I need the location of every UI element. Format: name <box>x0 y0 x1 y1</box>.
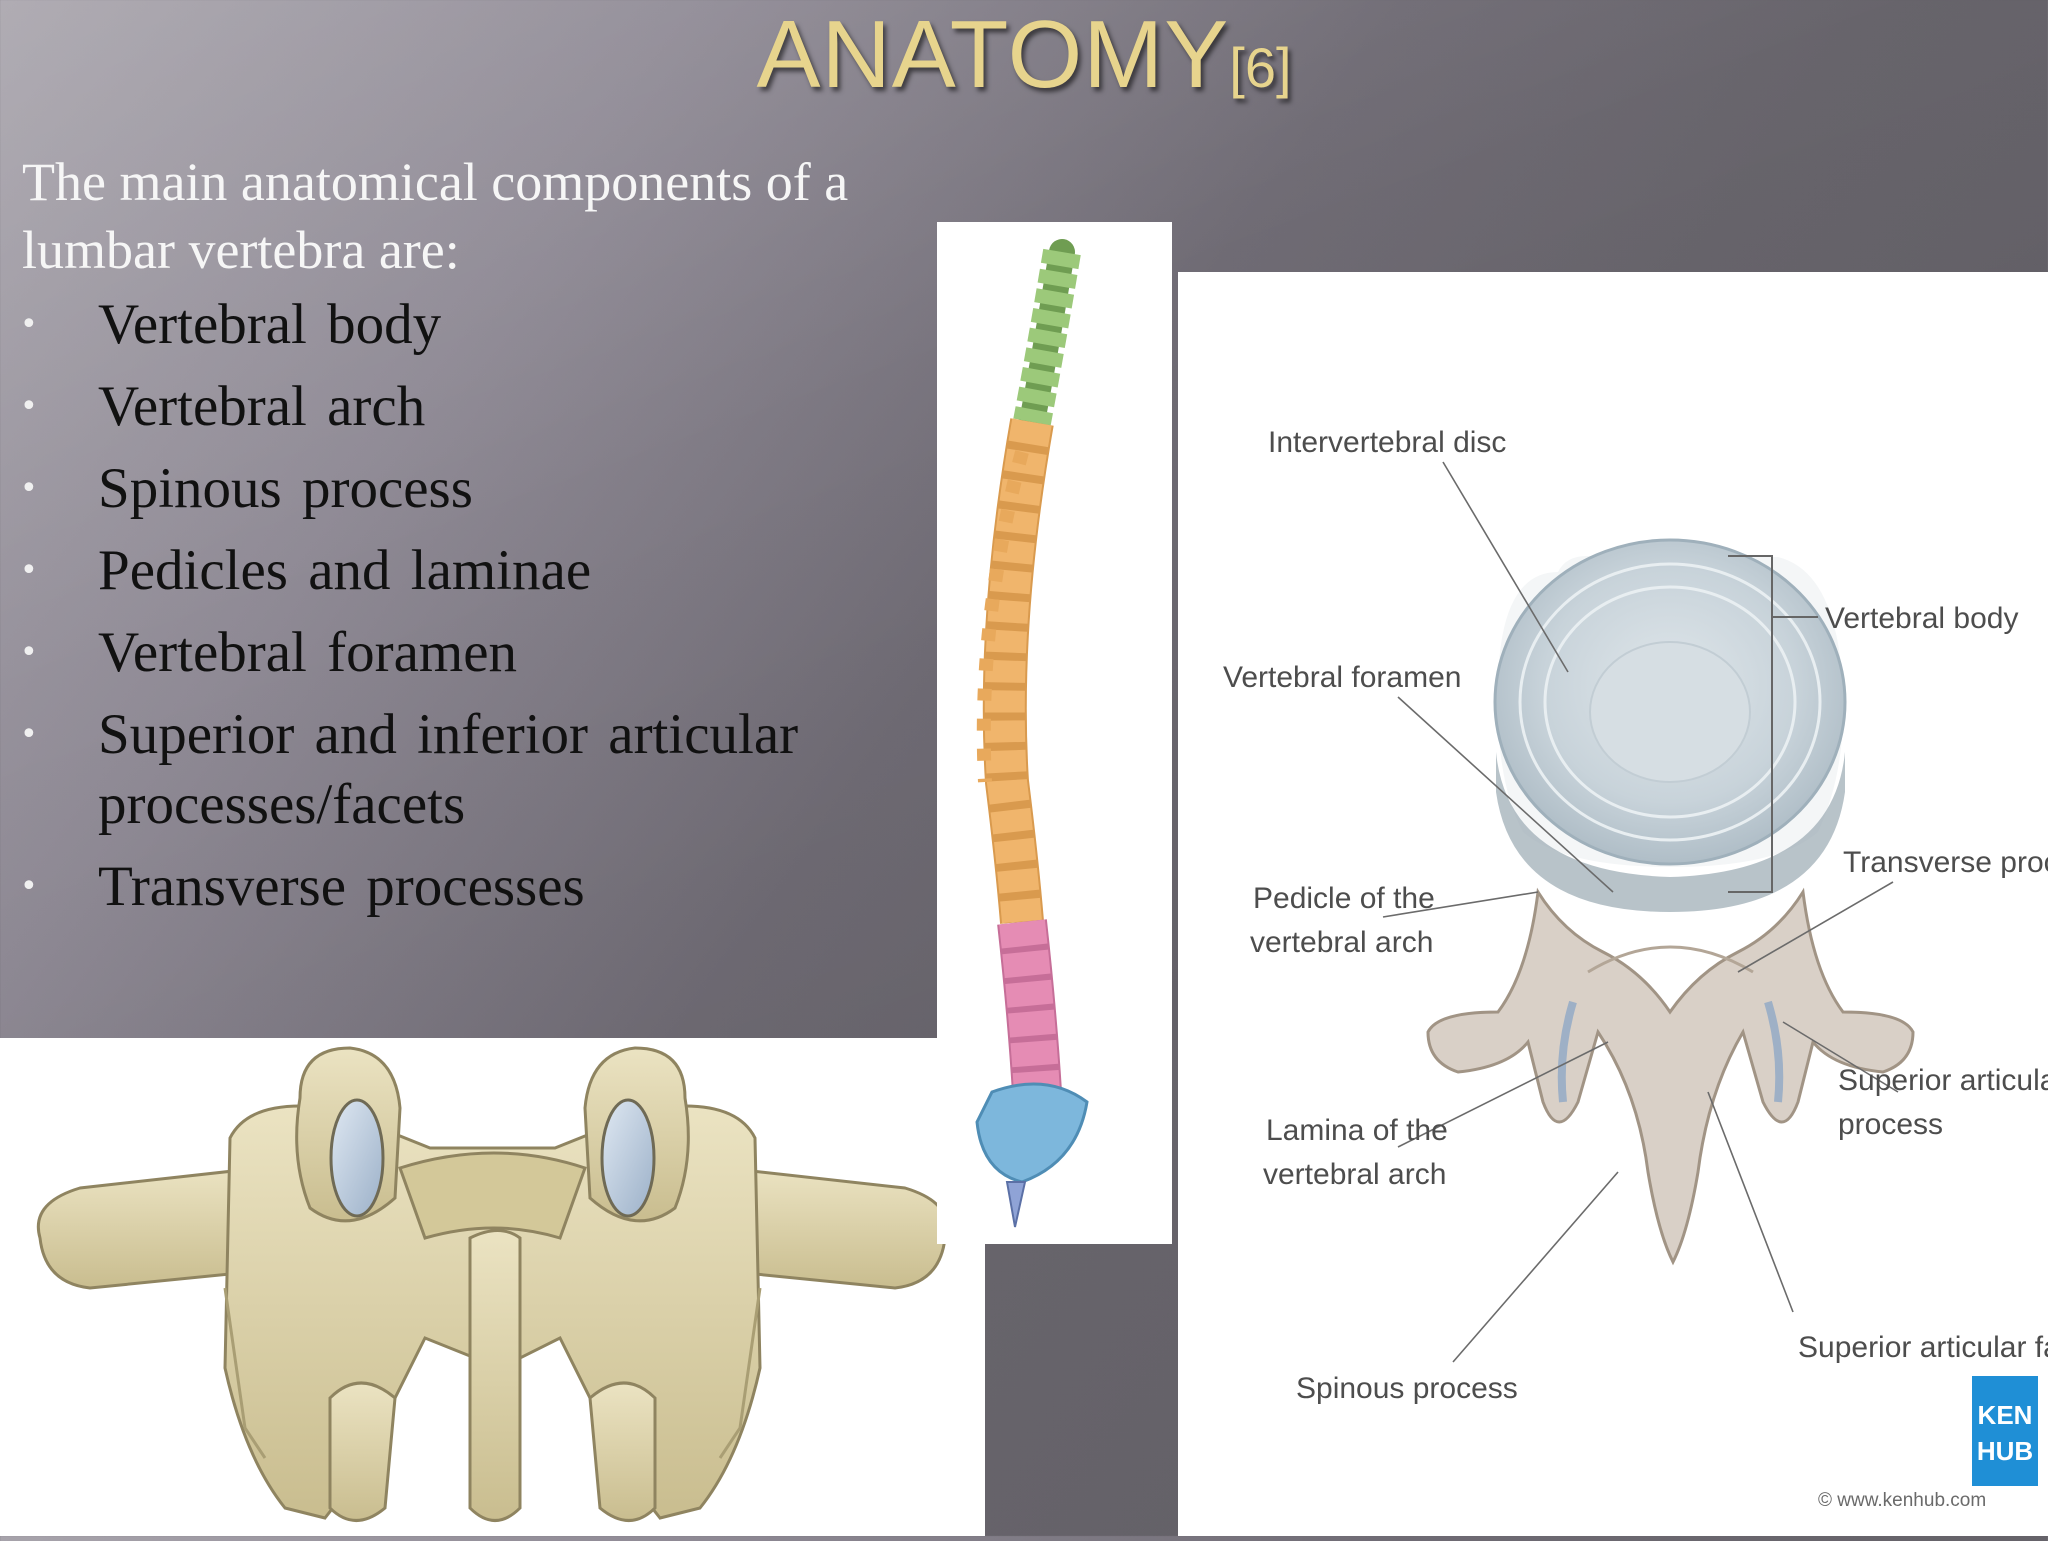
list-item: • Pedicles and laminae <box>0 536 920 606</box>
vertebral-column-illustration <box>975 239 1089 1228</box>
intro-text: The main anatomical components of a lumb… <box>22 148 982 284</box>
logo-text-ken: KEN <box>1978 1400 2033 1430</box>
list-item: • Vertebral arch <box>0 372 920 442</box>
title-text: ANATOMY <box>756 1 1230 108</box>
component-list: • Vertebral body • Vertebral arch • Spinous… <box>0 290 920 934</box>
kenhub-logo: KEN HUB <box>1972 1376 2038 1486</box>
label-superior-articular-line-1: Superior articular <box>1838 1064 2048 1097</box>
spine-column-panel <box>937 222 1172 1244</box>
list-item-text: Vertebral body <box>98 293 442 356</box>
title-reference: [6] <box>1229 36 1292 99</box>
list-item-text: Transverse processes <box>98 855 585 918</box>
list-item: • Vertebral foramen <box>0 618 920 688</box>
list-item: • Vertebral body <box>0 290 920 360</box>
thoracic-lumbar-vertebrae <box>976 418 1054 924</box>
intro-line-1: The main anatomical components of a <box>22 152 849 212</box>
bullet-icon: • <box>20 389 38 424</box>
posterior-vertebra-panel <box>0 1038 985 1536</box>
list-item-text: Spinous process <box>98 457 473 520</box>
slide-title: ANATOMY[6] <box>0 0 2048 110</box>
list-item-text: Pedicles and laminae <box>98 539 592 602</box>
label-pedicle-line-2: vertebral arch <box>1250 926 1433 959</box>
label-superior-articular-line-2: process <box>1838 1108 1943 1141</box>
sacral-vertebrae <box>997 919 1062 1094</box>
label-intervertebral-disc: Intervertebral disc <box>1268 426 1506 459</box>
label-spinous-process: Spinous process <box>1296 1372 1518 1405</box>
coccyx <box>975 1082 1089 1228</box>
credit-text: © www.kenhub.com <box>1818 1490 1986 1511</box>
cervical-vertebrae <box>1013 239 1081 435</box>
bullet-icon: • <box>20 717 38 752</box>
axial-vertebra-panel: Intervertebral disc Vertebral body Verte… <box>1178 272 2048 1536</box>
bullet-icon: • <box>20 635 38 670</box>
intro-line-2: lumbar vertebra are: <box>22 220 460 280</box>
label-vertebral-foramen: Vertebral foramen <box>1223 661 1461 694</box>
bullet-icon: • <box>20 553 38 588</box>
label-lamina-line-1: Lamina of the <box>1266 1114 1448 1147</box>
label-pedicle-line-1: Pedicle of the <box>1253 882 1435 915</box>
label-lamina-line-2: vertebral arch <box>1263 1158 1446 1191</box>
label-transverse-process: Transverse process <box>1843 846 2048 879</box>
axial-vertebra-illustration: Intervertebral disc Vertebral body Verte… <box>1223 426 2048 1511</box>
bullet-icon: • <box>20 471 38 506</box>
logo-text-hub: HUB <box>1977 1436 2033 1466</box>
list-item: • Transverse processes <box>0 852 920 922</box>
label-vertebral-body: Vertebral body <box>1825 602 2018 635</box>
label-superior-articular-facet: Superior articular facet <box>1798 1331 2048 1364</box>
bullet-icon: • <box>20 869 38 904</box>
list-item-text: Superior and inferior articular processe… <box>98 703 799 836</box>
list-item-text: Vertebral arch <box>98 375 426 438</box>
list-item: • Spinous process <box>0 454 920 524</box>
bullet-icon: • <box>20 307 38 342</box>
posterior-vertebra-illustration <box>37 1046 948 1522</box>
list-item-text: Vertebral foramen <box>98 621 518 684</box>
list-item: • Superior and inferior articular process… <box>0 700 920 840</box>
leader-lines <box>1382 461 1899 1363</box>
